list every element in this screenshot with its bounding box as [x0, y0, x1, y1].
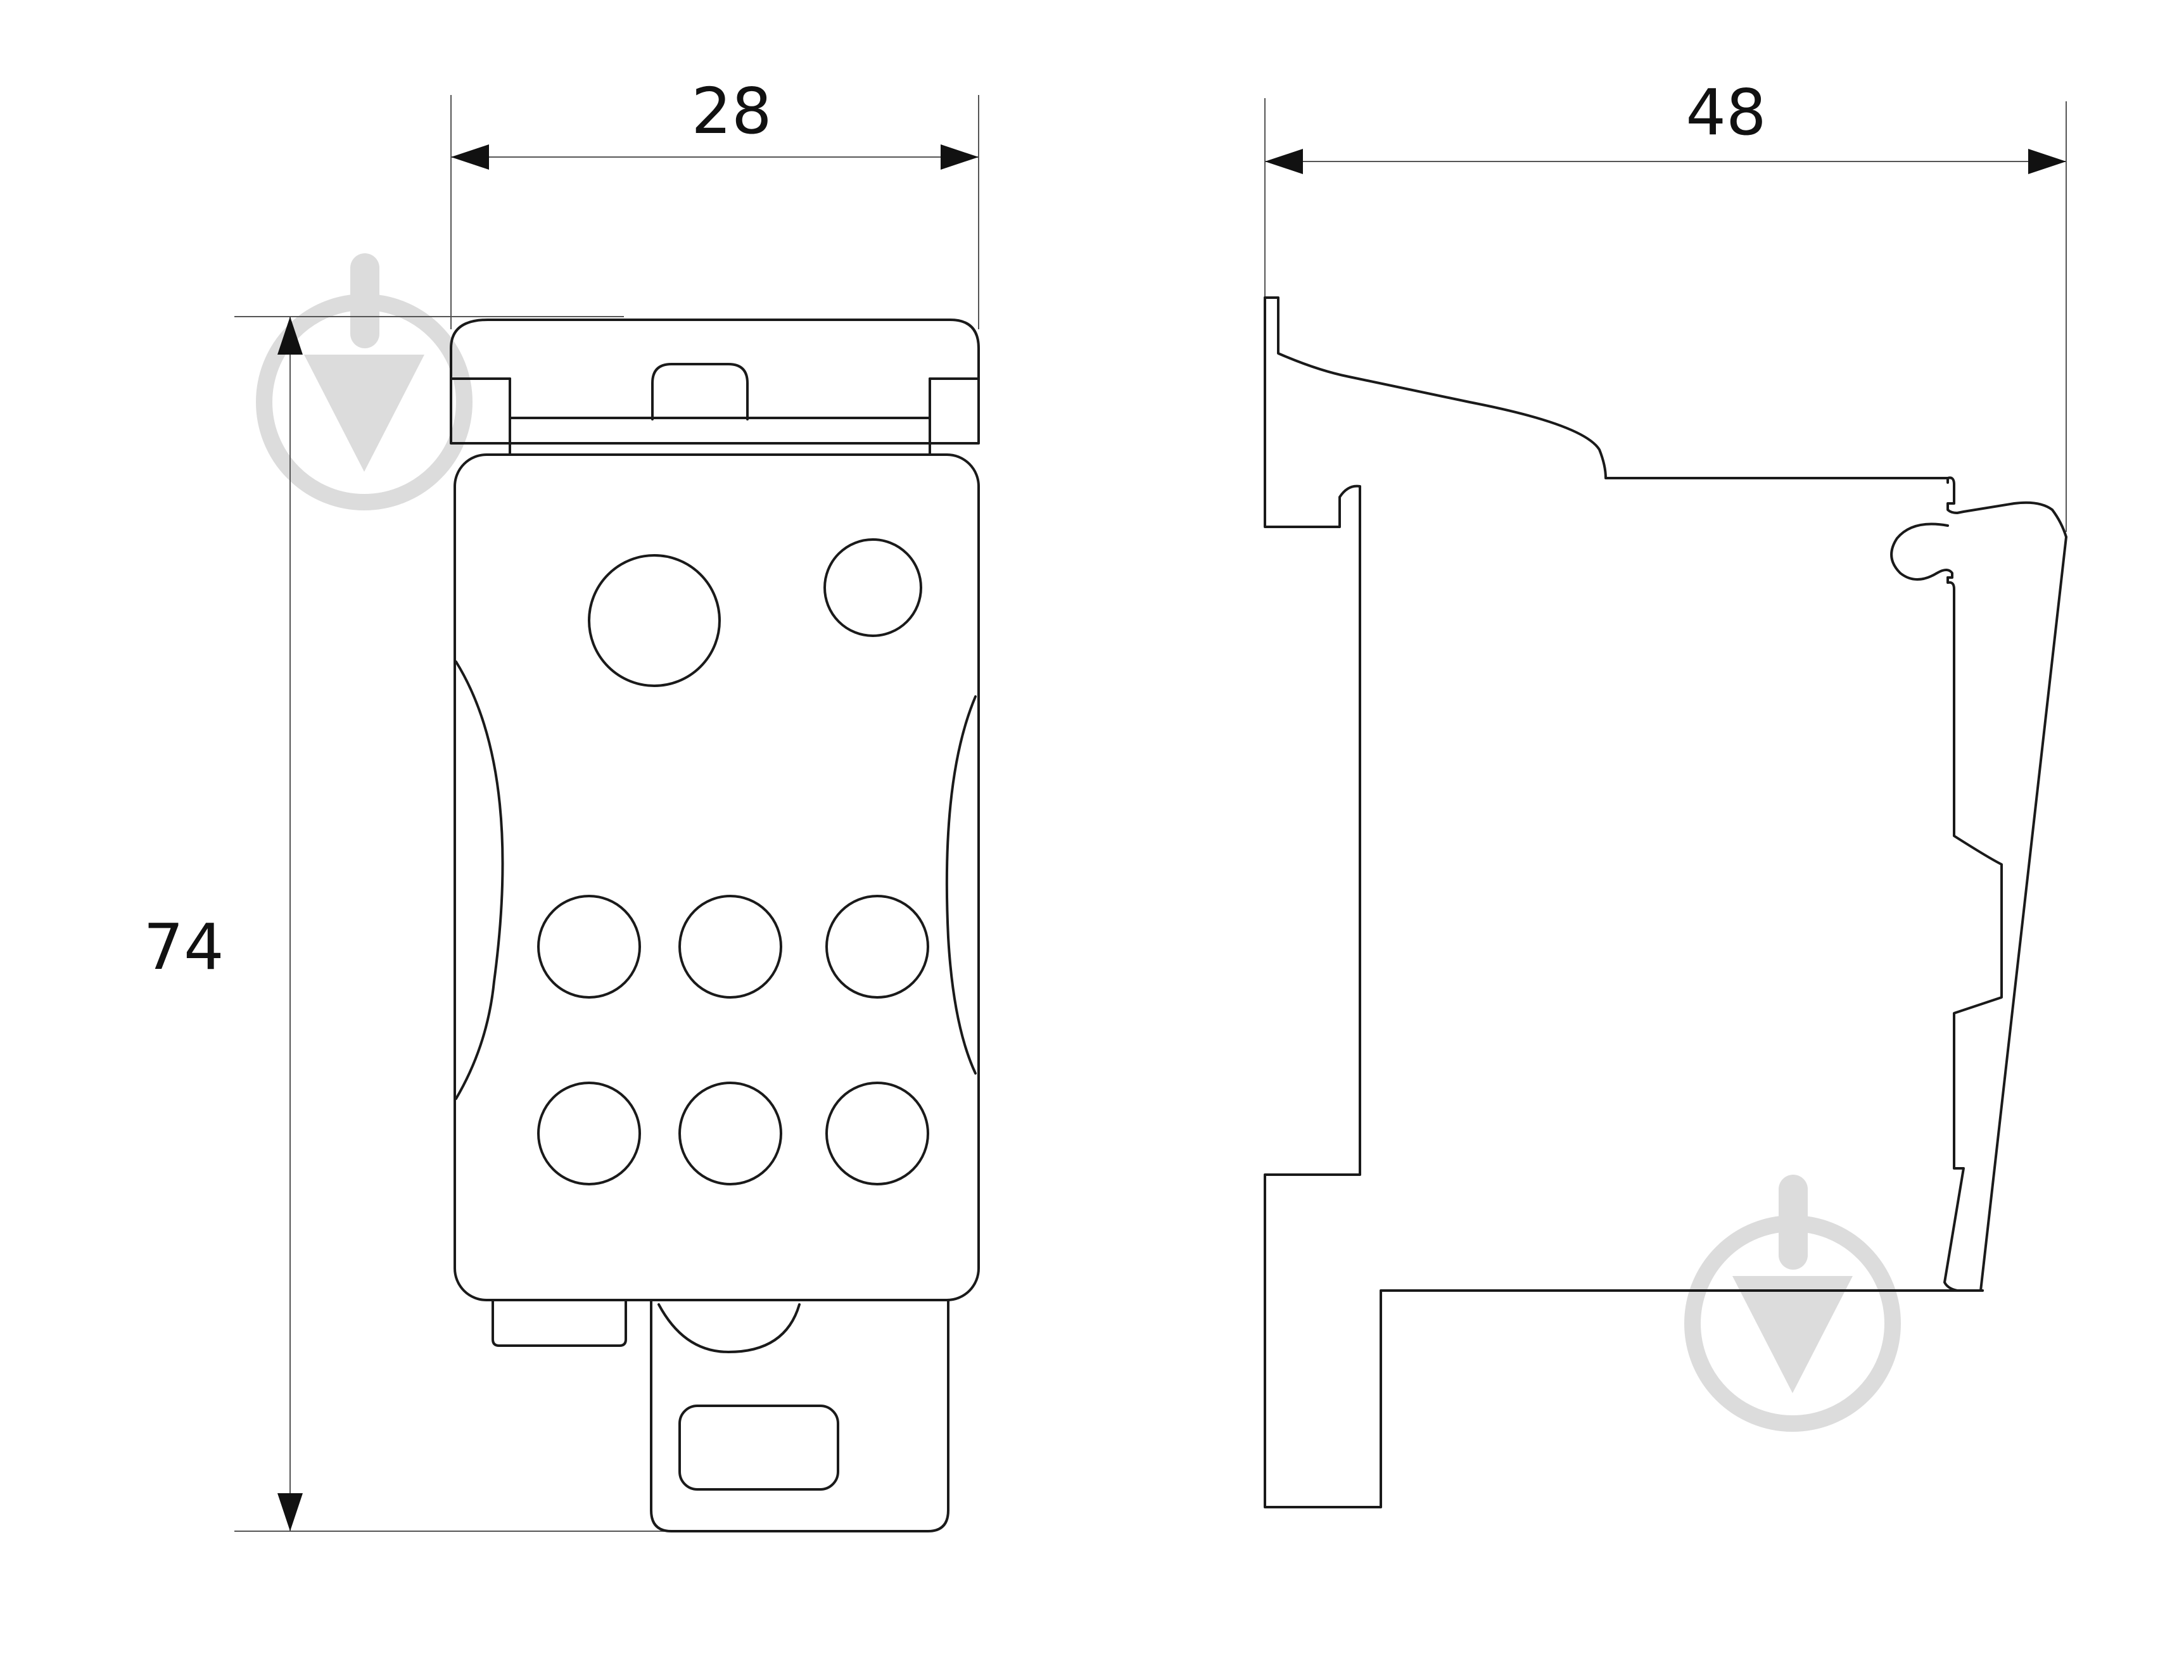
- front-hole-row2-1: [537, 1082, 641, 1185]
- side-depth-label: 48: [1686, 75, 1766, 149]
- side-view: [1264, 296, 2067, 1508]
- height-dimension: 74: [143, 316, 671, 1532]
- front-large-hole: [588, 554, 721, 687]
- front-bottom-small-tab: [492, 1300, 627, 1347]
- front-right-bulge: [945, 695, 977, 1075]
- watermark-logo-left: [256, 253, 473, 510]
- front-view: [450, 319, 980, 1532]
- front-hole-row1-2: [678, 895, 782, 999]
- front-top-cap: [450, 319, 980, 445]
- front-top-tab: [651, 363, 749, 420]
- front-width-dimension: 28: [450, 74, 979, 329]
- front-hole-row1-1: [537, 895, 641, 999]
- front-hole-row2-3: [825, 1082, 929, 1185]
- front-bottom-screw-arc: [657, 1303, 801, 1353]
- front-left-bulge: [455, 660, 504, 1100]
- side-right-edge: [1943, 576, 2003, 1292]
- front-bottom-plate: [650, 1300, 949, 1532]
- side-left-notch: [1264, 296, 1984, 1508]
- side-depth-dimension: 48: [1264, 75, 2067, 532]
- side-right-hook: [1890, 522, 1953, 581]
- watermark-logo-right: [1684, 1175, 1901, 1432]
- front-small-hole: [823, 538, 922, 637]
- front-width-label: 28: [691, 74, 771, 148]
- side-right-clip: [1946, 476, 2067, 538]
- front-main-body: [454, 453, 980, 1301]
- side-left-profile: [1264, 296, 1950, 484]
- side-front-face: [1979, 536, 2067, 1292]
- front-bottom-slot: [678, 1405, 839, 1491]
- front-hole-row1-3: [825, 895, 929, 999]
- height-label: 74: [143, 910, 224, 984]
- front-hole-row2-2: [678, 1082, 782, 1185]
